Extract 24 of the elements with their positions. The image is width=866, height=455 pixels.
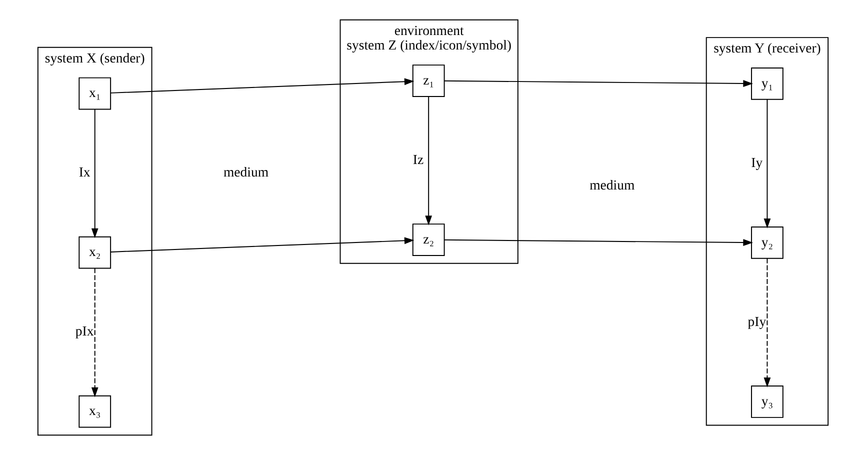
arrow <box>91 268 98 398</box>
arrow <box>425 96 432 226</box>
node-box: y₂ <box>751 226 784 259</box>
arrow <box>110 78 414 94</box>
arrow <box>764 98 771 228</box>
node-box: y₁ <box>751 68 784 100</box>
node-box: x₂ <box>78 236 112 269</box>
edge-label: Iz <box>412 152 424 167</box>
label: medium <box>590 177 635 192</box>
arrow <box>444 239 753 246</box>
arrow <box>764 258 771 388</box>
arrow <box>444 80 753 87</box>
edge-label: Ix <box>78 164 90 180</box>
edge-label: pIx <box>75 324 94 339</box>
node-box: y₃ <box>751 386 784 418</box>
node-box: x₁ <box>78 77 112 110</box>
arrow <box>91 108 98 238</box>
node-box: z₂ <box>412 224 445 256</box>
edge-label: Iy <box>751 154 763 170</box>
node-box: z₁ <box>412 64 445 97</box>
arrow <box>110 237 414 252</box>
node-box: x₃ <box>78 395 112 428</box>
label: medium <box>224 164 269 180</box>
edge-label: pIy <box>748 314 766 329</box>
